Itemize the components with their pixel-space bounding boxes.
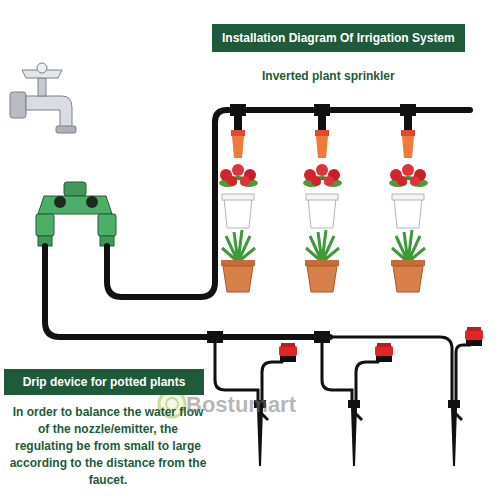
banner-text: Drip device for potted plants: [23, 375, 186, 389]
watermark: Bostumart: [186, 392, 296, 418]
flower-pots: [219, 164, 428, 228]
section-label: Inverted plant sprinkler: [262, 69, 395, 83]
faucet: [10, 63, 76, 133]
plant-pots: [221, 230, 425, 292]
note-text: In order to balance the water flow of th…: [8, 404, 208, 489]
title-banner: Installation Diagram Of Irrigation Syste…: [212, 24, 465, 52]
section-banner: Drip device for potted plants: [4, 369, 204, 395]
inverted-sprinklers: [230, 104, 416, 158]
y-splitter: [36, 182, 116, 246]
